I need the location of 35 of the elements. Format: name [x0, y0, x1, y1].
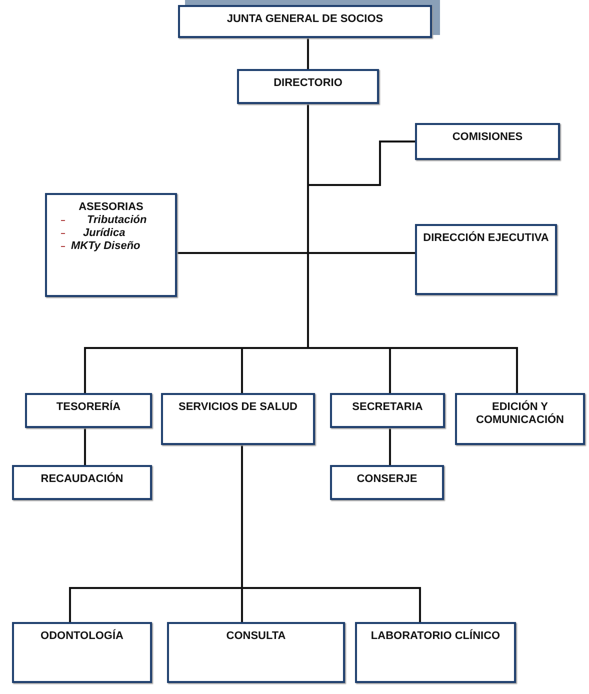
org-box: [237, 69, 379, 104]
box-label: EDICIÓN Y COMUNICACIÓN: [475, 401, 565, 427]
org-box: [355, 622, 516, 683]
box-label: ODONTOLOGÍA: [40, 630, 124, 643]
box-label: JUNTA GENERAL DE SOCIOS: [226, 13, 384, 26]
box-label: DIRECCIÓN EJECUTIVA: [422, 232, 550, 245]
list-item: Tributación: [87, 214, 147, 226]
box-label: ASESORIAS: [78, 201, 144, 214]
box-label: SERVICIOS DE SALUD: [178, 401, 298, 414]
box-label: RECAUDACIÓN: [40, 473, 124, 486]
org-box: [178, 5, 432, 38]
list-item: MKTy Diseño: [71, 240, 140, 252]
box-label: CONSULTA: [225, 630, 287, 643]
org-box: [415, 123, 560, 160]
org-box: [330, 465, 444, 500]
list-item: Jurídica: [83, 227, 126, 239]
org-box: [455, 393, 585, 445]
box-label: DIRECTORIO: [272, 77, 344, 90]
org-box: [25, 393, 152, 428]
connector-line: [241, 445, 421, 622]
connector-line: [84, 428, 86, 465]
org-box: [167, 622, 345, 683]
box-label: CONSERJE: [356, 473, 418, 486]
org-box: [415, 224, 557, 295]
box-label: COMISIONES: [451, 131, 524, 144]
org-box: [45, 193, 177, 297]
connector-line: [389, 428, 391, 465]
box-label: SECRETARIA: [351, 401, 424, 414]
org-box: [12, 622, 152, 683]
org-box: [12, 465, 152, 500]
org-box: [161, 393, 315, 445]
connector-line: [307, 38, 309, 69]
box-label: TESORERÍA: [55, 401, 122, 414]
org-box: [330, 393, 445, 428]
box-label: LABORATORIO CLÍNICO: [370, 630, 502, 643]
